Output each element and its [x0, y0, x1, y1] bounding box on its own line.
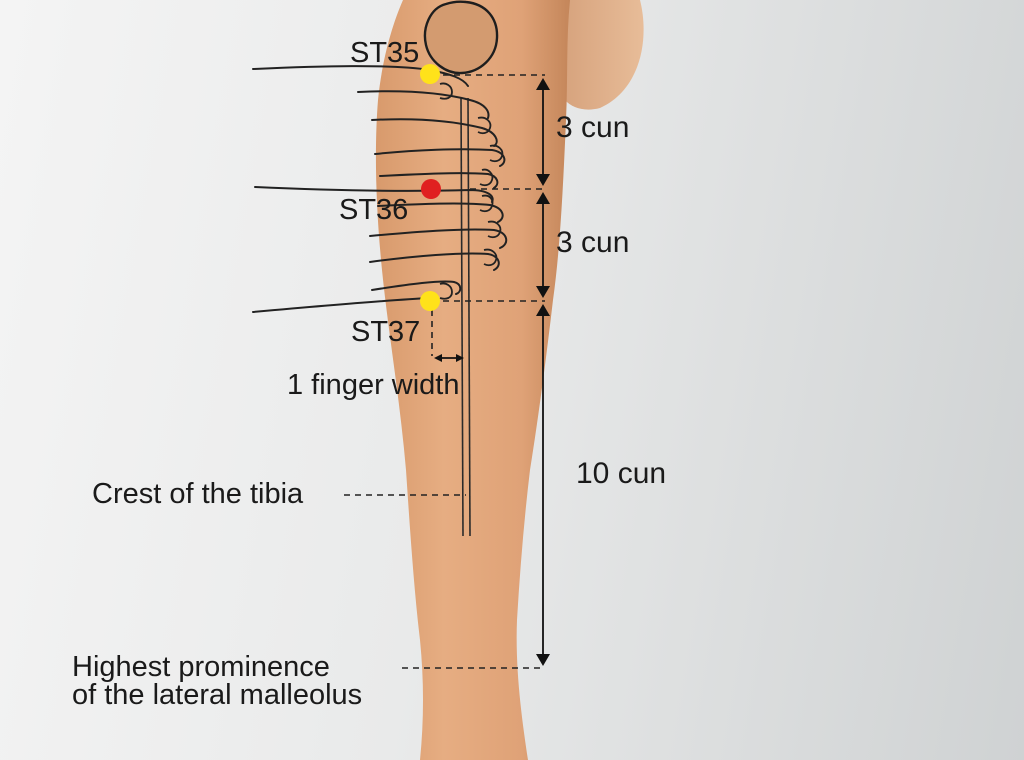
malleolus-label-line1: Highest prominence [72, 651, 330, 683]
middle-3cun-arrow [536, 192, 550, 298]
middle-cun-label: 3 cun [556, 226, 629, 259]
tibia-crest-line [467, 97, 471, 537]
lower-cun-label: 10 cun [576, 457, 666, 490]
tibia-crest-line [460, 97, 464, 537]
lower-10cun-arrow [536, 304, 550, 666]
finger-width-label: 1 finger width [287, 369, 460, 401]
malleolus-label-line2: of the lateral malleolus [72, 679, 362, 711]
upper-finger-hand [252, 65, 506, 189]
st36-point [421, 179, 441, 199]
st37-label: ST37 [351, 316, 420, 348]
upper-3cun-arrow [536, 78, 550, 186]
st35-point [420, 64, 440, 84]
tibia-crest-label: Crest of the tibia [92, 478, 304, 510]
st36-label: ST36 [339, 194, 408, 226]
st35-label: ST35 [350, 37, 419, 69]
finger-width-arrow [434, 354, 464, 362]
back-thigh [560, 0, 644, 110]
kneecap [423, 0, 499, 75]
upper-cun-label: 3 cun [556, 111, 629, 144]
st37-point [420, 291, 440, 311]
